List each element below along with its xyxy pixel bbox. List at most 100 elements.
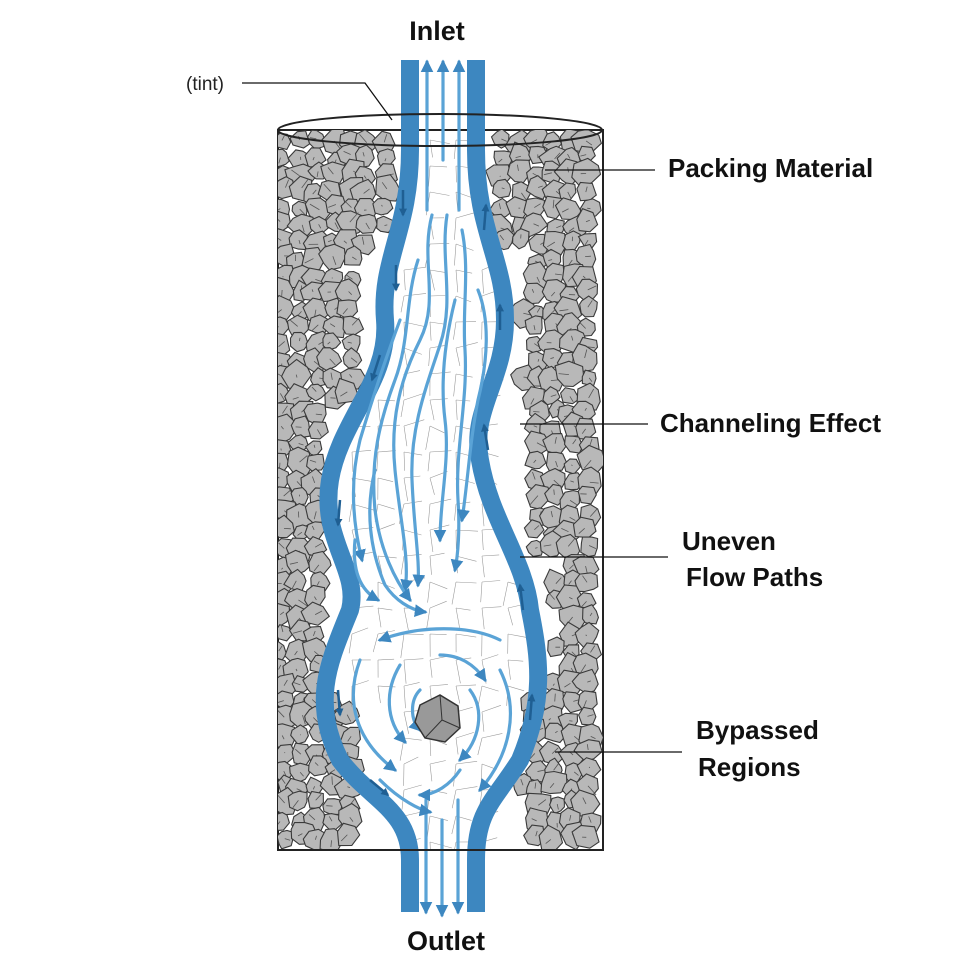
particle-facet <box>571 651 577 657</box>
particle-facet <box>291 580 297 590</box>
mesh-line <box>455 269 473 293</box>
rock-particle-icon <box>547 636 565 658</box>
particle-facet <box>536 276 540 283</box>
right-channel-arrow <box>527 693 536 721</box>
mesh-line <box>451 786 478 809</box>
right-channel <box>467 60 548 912</box>
particle-facet <box>347 341 352 344</box>
particle-facet <box>537 358 540 362</box>
particle-facet <box>582 275 586 279</box>
mesh-line <box>428 345 445 367</box>
rock-particle-icon <box>576 181 597 202</box>
particle-facet <box>580 154 587 157</box>
mesh-line <box>480 580 501 603</box>
particle-facet <box>571 464 573 466</box>
rock-particle-icon <box>512 228 530 250</box>
particle-facet <box>534 203 541 208</box>
particle-facet <box>278 326 279 328</box>
particle-facet <box>328 204 337 208</box>
particle-facet <box>309 203 320 211</box>
rock-particle-icon <box>278 829 294 850</box>
particle-facet <box>535 830 538 837</box>
mesh-line <box>455 607 471 628</box>
particle-facet <box>561 528 569 533</box>
particle-facet <box>499 234 505 241</box>
left-channel-arrow <box>335 689 344 717</box>
rock-particle-icon <box>491 178 512 199</box>
right-channel-arrow <box>481 423 490 451</box>
particle-facet <box>278 157 281 164</box>
particle-facet <box>573 771 579 776</box>
rock-particle-icon <box>322 315 346 339</box>
mesh-line <box>455 342 478 366</box>
particle-facet <box>291 169 300 177</box>
particle-facet <box>349 212 359 223</box>
particle-facet <box>587 300 593 308</box>
particle-facet <box>381 182 388 190</box>
mesh-line <box>403 419 425 447</box>
particle-facet <box>538 799 547 806</box>
mesh-line <box>403 658 424 684</box>
particle-facet <box>554 437 557 444</box>
streamline <box>410 213 449 588</box>
mesh-line <box>454 212 476 240</box>
particle-facet <box>347 786 351 789</box>
rock-particle-icon <box>372 197 394 216</box>
mesh-line <box>403 756 419 786</box>
particle-facet <box>299 455 308 463</box>
particle-facet <box>363 175 367 179</box>
particle-facet <box>585 140 593 146</box>
channeling-effect-label: Channeling Effect <box>660 408 881 438</box>
particle-facet <box>550 511 553 518</box>
outlet-label: Outlet <box>407 926 485 956</box>
particle-facet <box>569 597 573 600</box>
mesh-line <box>481 554 500 578</box>
particle-facet <box>537 769 546 772</box>
mesh-line <box>377 658 395 678</box>
inlet-label: Inlet <box>409 16 465 46</box>
particle-facet <box>529 495 539 506</box>
rock-particle-icon <box>305 383 327 402</box>
particle-facet <box>311 699 317 704</box>
particle-facet <box>589 438 593 447</box>
particle-facet <box>314 596 317 601</box>
particle-facet <box>546 241 556 248</box>
rock-particle-icon <box>545 451 568 472</box>
particle-facet <box>281 135 285 141</box>
particle-facet <box>583 700 587 709</box>
particle-facet <box>278 645 283 652</box>
rock-particle-icon <box>278 176 295 200</box>
left-channel-arrow <box>370 354 382 382</box>
particle-facet <box>313 564 320 572</box>
particle-facet <box>315 793 322 801</box>
particle-facet <box>311 324 319 332</box>
particle-facet <box>311 289 314 293</box>
particle-facet <box>545 839 552 844</box>
particle-facet <box>582 797 587 805</box>
particle-facet <box>283 679 288 686</box>
rock-particle-icon <box>318 243 346 271</box>
particle-facet <box>578 528 585 534</box>
rock-particle-icon <box>306 453 325 472</box>
particle-facet <box>587 714 594 717</box>
particle-facet <box>347 736 352 742</box>
mesh-line <box>455 684 477 704</box>
particle-facet <box>567 538 575 547</box>
particle-facet <box>343 151 351 155</box>
particle-facet <box>590 735 596 739</box>
mesh-line <box>428 498 452 524</box>
mesh-line <box>426 815 448 838</box>
particle-facet <box>515 155 522 158</box>
particle-facet <box>301 179 309 189</box>
particle-facet <box>555 323 558 326</box>
streamline <box>457 288 488 523</box>
mesh-line <box>377 477 394 500</box>
particle-facet <box>346 714 352 722</box>
mesh-line <box>429 633 447 657</box>
particle-facet <box>280 625 284 633</box>
particle-facet <box>292 397 299 400</box>
particle-facet <box>531 818 537 822</box>
particle-facet <box>327 240 332 243</box>
particle-facet <box>312 157 315 161</box>
particle-facet <box>555 577 562 584</box>
